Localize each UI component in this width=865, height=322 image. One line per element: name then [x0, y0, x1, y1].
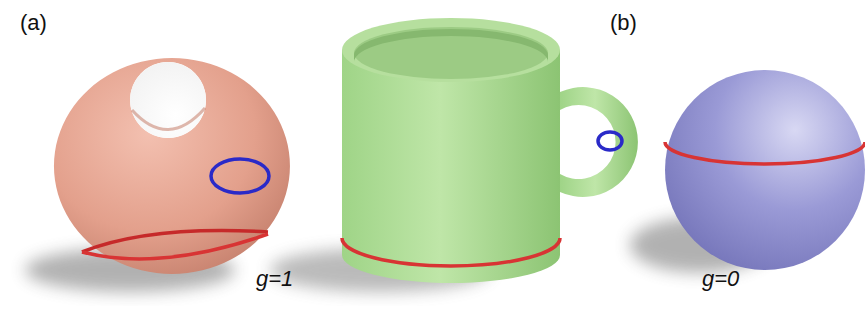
- genus-label: g=0: [702, 268, 739, 290]
- red-loop: [342, 238, 560, 266]
- torus: [54, 58, 290, 274]
- sphere: [665, 70, 865, 270]
- red-loop: [82, 234, 268, 259]
- panel-label: (b): [610, 12, 637, 34]
- blue-loop: [598, 132, 622, 150]
- torus-shading: [132, 108, 205, 130]
- red-loop: [665, 142, 865, 164]
- mug-inside: [354, 27, 548, 79]
- mug-handle: [560, 87, 638, 197]
- panel-label: (a): [20, 12, 47, 34]
- mug-body: [342, 50, 560, 283]
- blue-loop: [211, 159, 269, 193]
- mug-rim: [342, 18, 560, 82]
- torus-hole: [130, 62, 206, 138]
- mug-inside: [354, 29, 548, 62]
- genus-label: g=1: [256, 268, 293, 290]
